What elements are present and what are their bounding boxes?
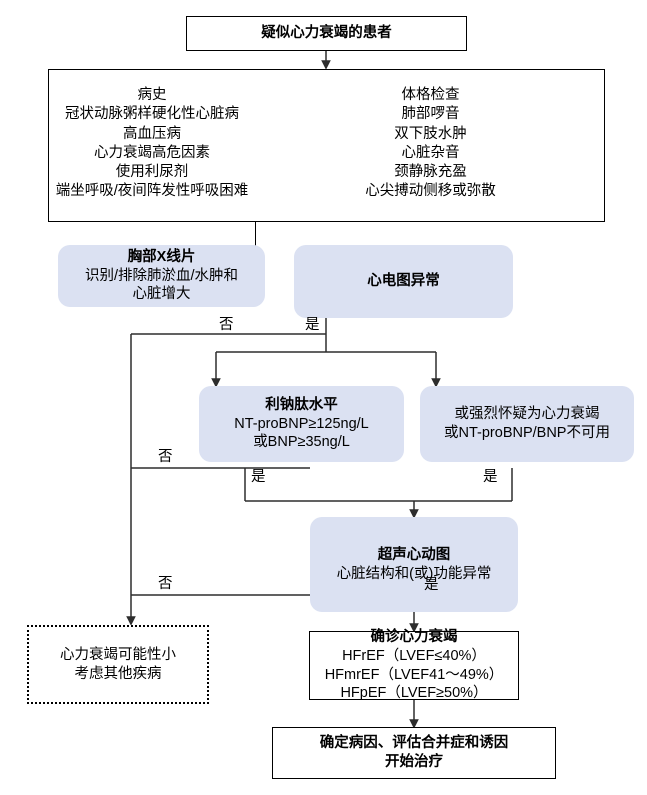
edge-label-natriuretic-no: 否 — [158, 449, 173, 465]
unlikely-item-0: 心力衰竭可能性小 — [60, 646, 176, 663]
history-item-1: 高血压病 — [123, 125, 181, 142]
node-suspected-text: 疑似心力衰竭的患者 — [261, 25, 392, 42]
echo-item-0: 心脏结构和(或)功能异常 — [336, 565, 492, 582]
edge-label-echo-no: 否 — [158, 576, 173, 592]
physical-exam-item-3: 颈静脉充盈 — [394, 164, 467, 181]
history-item-4: 端坐呼吸/夜间阵发性呼吸困难 — [55, 183, 249, 200]
strong-suspicion-item-0: 或强烈怀疑为心力衰竭 — [454, 406, 600, 423]
physical-exam-title: 体格检查 — [401, 87, 460, 103]
chest-xray-item-1: 心脏增大 — [132, 286, 191, 303]
edge-label-xray-no: 否 — [219, 317, 234, 333]
physical-exam-item-2: 心脏杂音 — [401, 144, 460, 161]
unlikely-item-1: 考虑其他疾病 — [74, 665, 162, 682]
node-strong-suspicion[interactable]: 或强烈怀疑为心力衰竭 或NT-proBNP/BNP不可用 — [420, 386, 634, 462]
edge-label-natriuretic-yes: 是 — [251, 469, 266, 485]
chest-xray-title: 胸部X线片 — [127, 249, 196, 266]
node-history: 病史 冠状动脉粥样硬化性心脏病 高血压病 心力衰竭高危因素 使用利尿剂 端坐呼吸… — [52, 86, 252, 202]
node-treatment[interactable]: 确定病因、评估合并症和诱因 开始治疗 — [272, 727, 556, 779]
natriuretic-title: 利钠肽水平 — [265, 397, 338, 414]
natriuretic-item-0: NT-proBNP≥125ng/L — [234, 415, 369, 432]
diagnosis-item-1: HFmrEF（LVEF41～49%） — [324, 666, 504, 683]
strong-suspicion-item-1: 或NT-proBNP/BNP不可用 — [444, 425, 610, 441]
physical-exam-item-0: 肺部啰音 — [401, 106, 460, 123]
physical-exam-item-4: 心尖搏动侧移或弥散 — [365, 183, 496, 200]
treatment-item-0: 确定病因、评估合并症和诱因 — [319, 735, 509, 752]
diagnosis-title: 确诊心力衰竭 — [370, 629, 458, 646]
chest-xray-item-0: 识别/排除肺淤血/水肿和 — [84, 267, 239, 284]
node-natriuretic-peptide[interactable]: 利钠肽水平 NT-proBNP≥125ng/L 或BNP≥35ng/L — [199, 386, 404, 462]
node-ecg-abnormal[interactable]: 心电图异常 — [294, 245, 513, 318]
node-physical-exam: 体格检查 肺部啰音 双下肢水肿 心脏杂音 颈静脉充盈 心尖搏动侧移或弥散 — [258, 86, 603, 202]
treatment-item-1: 开始治疗 — [385, 754, 443, 770]
history-item-2: 心力衰竭高危因素 — [94, 144, 210, 161]
node-chest-xray[interactable]: 胸部X线片 识别/排除肺淤血/水肿和 心脏增大 — [58, 245, 265, 307]
history-item-0: 冠状动脉粥样硬化性心脏病 — [65, 106, 239, 123]
node-suspected-heart-failure[interactable]: 疑似心力衰竭的患者 — [186, 16, 467, 51]
history-item-3: 使用利尿剂 — [115, 164, 189, 181]
natriuretic-item-1: 或BNP≥35ng/L — [253, 434, 350, 451]
edge-label-echo-yes: 是 — [424, 577, 439, 593]
physical-exam-item-1: 双下肢水肿 — [394, 125, 467, 142]
history-title: 病史 — [137, 87, 167, 103]
node-heart-failure-unlikely[interactable]: 心力衰竭可能性小 考虑其他疾病 — [27, 625, 209, 704]
node-history-and-exam[interactable] — [48, 69, 605, 222]
echo-title: 超声心动图 — [377, 546, 451, 563]
edge-label-suspicion-yes: 是 — [483, 469, 498, 485]
node-echocardiogram[interactable]: 超声心动图 心脏结构和(或)功能异常 — [310, 517, 518, 612]
diagnosis-item-0: HFrEF（LVEF≤40%） — [342, 647, 486, 664]
node-confirmed-diagnosis[interactable]: 确诊心力衰竭 HFrEF（LVEF≤40%） HFmrEF（LVEF41～49%… — [309, 629, 519, 702]
diagnosis-item-2: HFpEF（LVEF≥50%） — [340, 685, 488, 702]
edge-label-ecg-yes: 是 — [305, 317, 320, 333]
ecg-title: 心电图异常 — [367, 273, 440, 290]
